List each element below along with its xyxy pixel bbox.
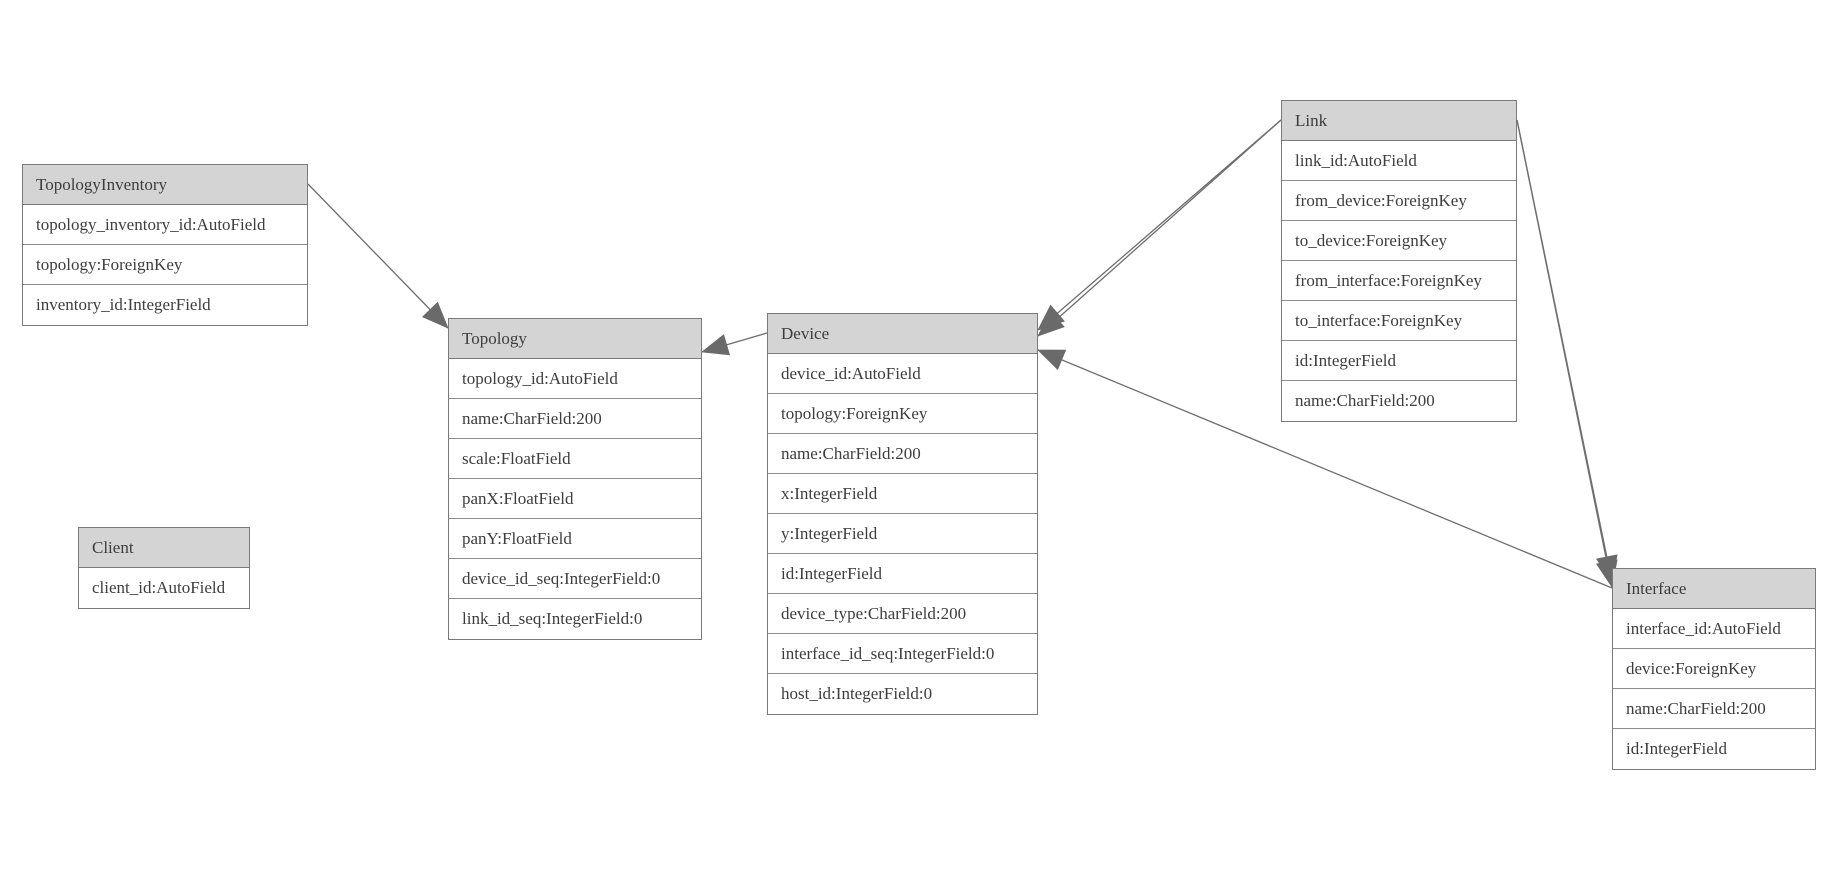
entity-field: host_id:IntegerField:0	[768, 674, 1037, 714]
entity-field: device_id:AutoField	[768, 354, 1037, 394]
entity-field: from_interface:ForeignKey	[1282, 261, 1516, 301]
entity-field: x:IntegerField	[768, 474, 1037, 514]
entity-field: device:ForeignKey	[1613, 649, 1815, 689]
entity-title: Interface	[1613, 569, 1815, 609]
entity-title: Topology	[449, 319, 701, 359]
entity-field: id:IntegerField	[768, 554, 1037, 594]
entity-title: Device	[768, 314, 1037, 354]
entity-field: device_id_seq:IntegerField:0	[449, 559, 701, 599]
entity-field: y:IntegerField	[768, 514, 1037, 554]
entity-field: name:CharField:200	[768, 434, 1037, 474]
entity-field: panY:FloatField	[449, 519, 701, 559]
entity-field: interface_id_seq:IntegerField:0	[768, 634, 1037, 674]
relation-link-to_device	[1037, 119, 1282, 337]
entity-field: to_interface:ForeignKey	[1282, 301, 1516, 341]
entity-field: from_device:ForeignKey	[1282, 181, 1516, 221]
relation-link-to_interface	[1516, 119, 1618, 588]
relation-topologyinventory-topology	[307, 183, 449, 329]
entity-field: name:CharField:200	[449, 399, 701, 439]
entity-field: topology:ForeignKey	[23, 245, 307, 285]
entity-field: panX:FloatField	[449, 479, 701, 519]
entity-field: to_device:ForeignKey	[1282, 221, 1516, 261]
entity-title: TopologyInventory	[23, 165, 307, 205]
entity-field: client_id:AutoField	[79, 568, 249, 608]
entity-field: topology:ForeignKey	[768, 394, 1037, 434]
entity-field: name:CharField:200	[1613, 689, 1815, 729]
entity-field: link_id:AutoField	[1282, 141, 1516, 181]
entity-field: id:IntegerField	[1613, 729, 1815, 769]
entity-field: inventory_id:IntegerField	[23, 285, 307, 325]
relation-link-from_device	[1037, 119, 1282, 331]
entity-field: device_type:CharField:200	[768, 594, 1037, 634]
relation-device-topology	[701, 332, 768, 356]
entity-field: link_id_seq:IntegerField:0	[449, 599, 701, 639]
entity-field: topology_inventory_id:AutoField	[23, 205, 307, 245]
entity-title: Client	[79, 528, 249, 568]
entity-field: name:CharField:200	[1282, 381, 1516, 421]
entity-field: scale:FloatField	[449, 439, 701, 479]
entity-field: topology_id:AutoField	[449, 359, 701, 399]
entity-field: interface_id:AutoField	[1613, 609, 1815, 649]
entity-title: Link	[1282, 101, 1516, 141]
relation-link-from_interface	[1516, 119, 1618, 583]
entity-field: id:IntegerField	[1282, 341, 1516, 381]
